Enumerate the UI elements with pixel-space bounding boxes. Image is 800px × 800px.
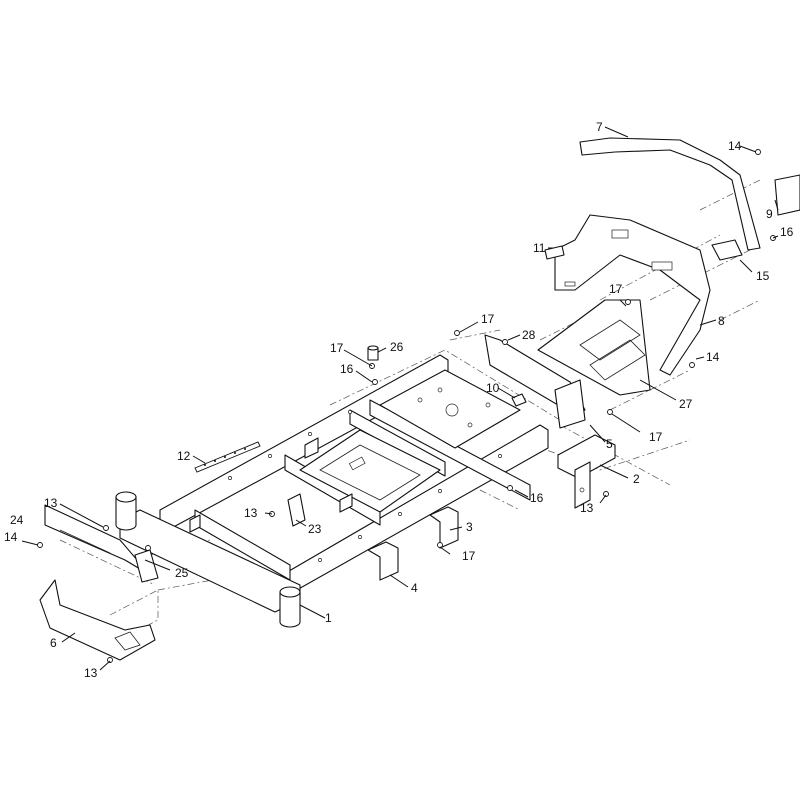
callout-labels: 1 2 3 4 5 6 7 8 9 10 11 12 13 13 13 13 1… <box>4 120 794 680</box>
callout-24: 24 <box>10 513 24 527</box>
callout-13-front: 13 <box>44 496 58 510</box>
callout-16-top: 16 <box>780 225 794 239</box>
part-25-bracket <box>134 549 159 583</box>
main-frame <box>115 354 549 628</box>
callout-10: 10 <box>486 381 500 395</box>
part-15-clip <box>711 239 743 261</box>
callout-13-frame: 13 <box>244 506 258 520</box>
part-23-hitch-bracket <box>287 493 306 527</box>
callout-4: 4 <box>411 581 418 595</box>
callout-14-top: 14 <box>728 139 742 153</box>
callout-25: 25 <box>175 566 189 580</box>
part-12-decal-strip <box>194 441 261 473</box>
part-11-plate <box>544 245 565 260</box>
callout-14-support: 14 <box>706 350 720 364</box>
part-24-front-plate <box>44 504 151 576</box>
part-5-plate <box>554 379 586 429</box>
callout-5: 5 <box>606 437 613 451</box>
part-26-cap <box>367 345 379 361</box>
callout-27: 27 <box>679 397 693 411</box>
callout-17-rail: 17 <box>481 312 495 326</box>
callout-17-frame: 17 <box>330 341 344 355</box>
callout-3: 3 <box>466 520 473 534</box>
part-8-seat-support <box>554 214 711 376</box>
callout-13-bracket: 13 <box>580 501 594 515</box>
callout-17-seat: 17 <box>609 282 623 296</box>
callout-28: 28 <box>522 328 536 342</box>
callout-6: 6 <box>50 636 57 650</box>
callout-14-front: 14 <box>4 530 18 544</box>
callout-17-pan: 17 <box>649 430 663 444</box>
callout-17-bracket: 17 <box>462 549 476 563</box>
leader-lines <box>21 126 779 671</box>
part-6-shield <box>39 579 156 661</box>
part-3-bracket <box>429 506 459 549</box>
part-10-plate <box>511 393 527 407</box>
callout-16-frame: 16 <box>340 362 354 376</box>
part-27-seat-pan <box>537 299 651 396</box>
callout-12: 12 <box>177 449 191 463</box>
callout-7: 7 <box>596 120 603 134</box>
callout-11: 11 <box>533 241 546 255</box>
callout-8: 8 <box>718 314 725 328</box>
part-4-bracket <box>367 541 399 581</box>
part-7-upper-bar <box>579 137 761 251</box>
callout-23: 23 <box>308 522 322 536</box>
callout-26: 26 <box>390 340 404 354</box>
callout-16-rail: 16 <box>530 491 544 505</box>
callout-9: 9 <box>766 207 773 221</box>
callout-15: 15 <box>756 269 770 283</box>
callout-1: 1 <box>325 611 332 625</box>
part-2-bracket <box>557 434 616 509</box>
callout-13-shield: 13 <box>84 666 98 680</box>
callout-2: 2 <box>633 472 640 486</box>
part-9-end-cap <box>774 174 800 216</box>
